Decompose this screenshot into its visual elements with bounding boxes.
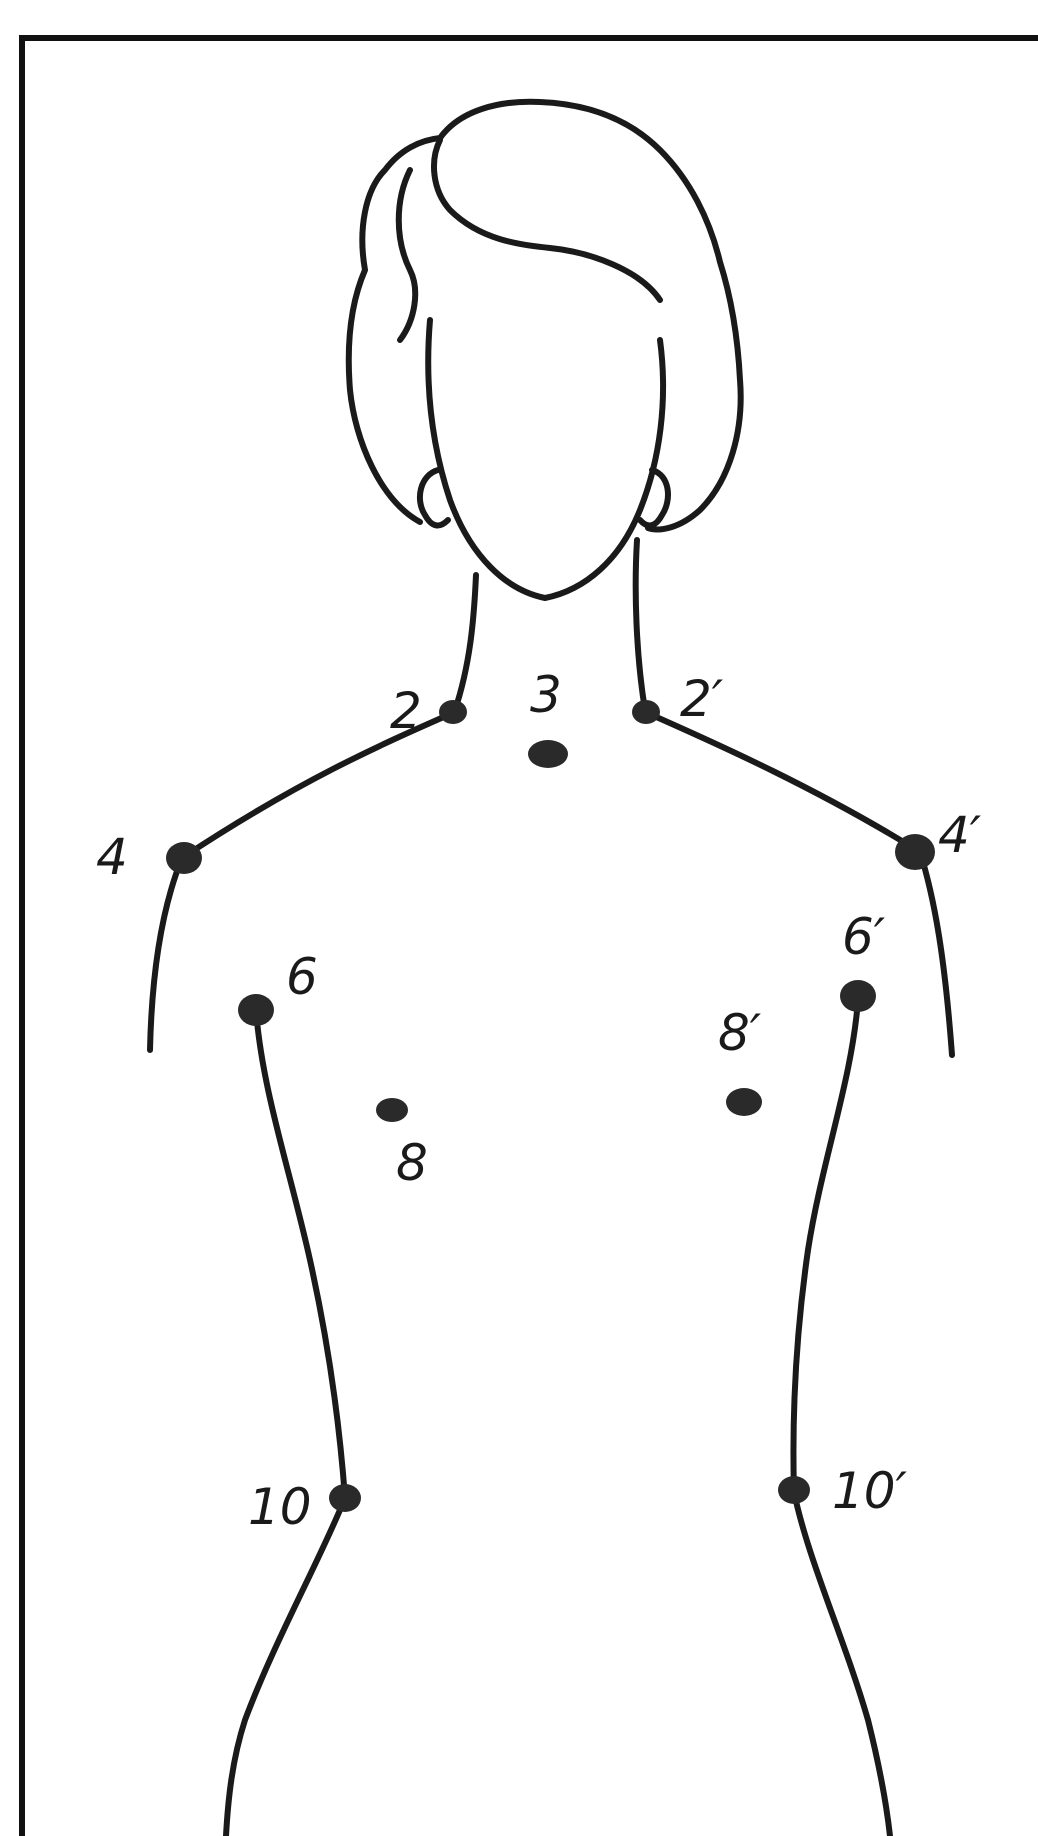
point-2-label: 2 <box>390 682 422 740</box>
head-outline <box>349 102 741 598</box>
point-6-prime-marker <box>840 980 876 1012</box>
point-6-marker <box>238 994 274 1026</box>
point-2-prime-label: 2′ <box>680 670 724 728</box>
point-10-prime-label: 10′ <box>832 1462 908 1520</box>
measurement-points <box>166 700 935 1512</box>
point-6-label: 6 <box>286 948 318 1006</box>
point-8-label: 8 <box>396 1134 428 1192</box>
diagram-frame <box>22 38 1038 1836</box>
point-4-marker <box>166 842 202 874</box>
face-outline <box>428 320 663 598</box>
neck-right <box>636 540 645 710</box>
point-10-prime-marker <box>778 1476 810 1504</box>
point-2-marker <box>439 700 467 724</box>
point-8-prime-label: 8′ <box>718 1004 762 1062</box>
point-labels: 2 2′ 3 4 4′ 6 6′ 8 8′ 10 10′ <box>96 666 982 1536</box>
right-arm-outer <box>920 852 952 1055</box>
hair-outline <box>349 102 741 530</box>
point-10-marker <box>329 1484 361 1512</box>
point-4-label: 4 <box>96 828 128 886</box>
left-arm-outer <box>150 858 182 1050</box>
right-torso-side <box>793 1000 890 1836</box>
hair-left-curl <box>399 170 415 340</box>
neck-left <box>455 575 476 710</box>
point-4-prime-marker <box>895 834 935 870</box>
point-2-prime-marker <box>632 700 660 724</box>
right-shoulder <box>645 712 920 852</box>
point-8-prime-marker <box>726 1088 762 1116</box>
point-3-label: 3 <box>530 666 562 724</box>
hair-part <box>434 140 660 300</box>
point-4-prime-label: 4′ <box>938 806 982 864</box>
left-torso-side <box>226 1010 345 1836</box>
point-10-label: 10 <box>248 1478 312 1536</box>
point-8-marker <box>376 1098 408 1122</box>
point-6-prime-label: 6′ <box>842 908 886 966</box>
point-3-marker <box>528 740 568 768</box>
